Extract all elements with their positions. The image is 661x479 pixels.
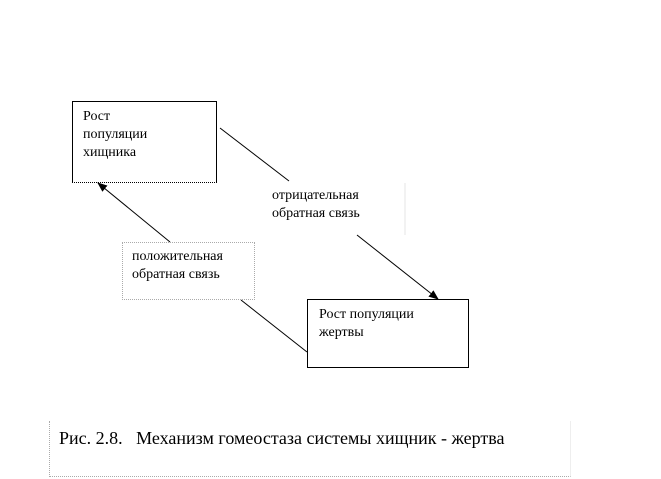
prey-growth-box: Рост популяции жертвы — [307, 299, 469, 368]
positive-arrow-segment-1 — [240, 299, 308, 353]
positive-line-2: обратная связь — [132, 267, 220, 282]
negative-arrow-segment-1 — [219, 127, 290, 182]
negative-arrow-segment-2 — [356, 234, 439, 300]
negative-line-1: отрицательная — [272, 188, 359, 203]
prey-line-2: жертвы — [319, 325, 364, 340]
predator-growth-box: Рост популяции хищника — [72, 101, 217, 183]
caption-box: Рис. 2.8. Механизм гомеостаза системы хи… — [49, 421, 571, 477]
positive-line-1: положительная — [132, 249, 223, 264]
prey-line-1: Рост популяции — [319, 307, 414, 322]
predator-line-1: Рост — [83, 109, 111, 124]
positive-arrow-segment-2 — [97, 182, 171, 243]
positive-feedback-box: положительная обратная связь — [122, 242, 255, 300]
negative-feedback-label: отрицательная обратная связь — [272, 187, 360, 223]
negative-line-2: обратная связь — [272, 206, 360, 221]
figure-caption: Рис. 2.8. Механизм гомеостаза системы хи… — [59, 428, 505, 448]
predator-line-2: популяции — [83, 127, 148, 142]
predator-line-3: хищника — [83, 145, 137, 160]
